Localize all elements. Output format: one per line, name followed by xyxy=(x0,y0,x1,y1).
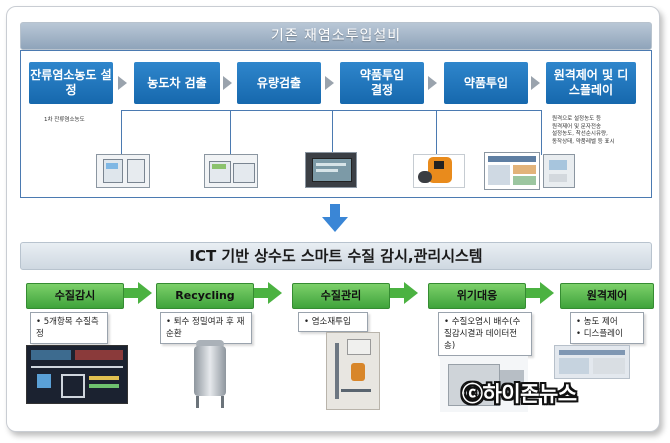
chevron-right-icon xyxy=(325,76,334,90)
chlorine-analyzer-image xyxy=(96,154,150,188)
water-monitoring-unit-image xyxy=(440,356,528,412)
desc-water-monitoring: • 5개항목 수질측정 xyxy=(30,312,108,344)
step-flow-detect: 유량검출 xyxy=(237,62,321,104)
arrow-right-icon xyxy=(254,282,282,304)
filter-tank-image xyxy=(188,340,232,408)
step-crisis-response: 위기대응 xyxy=(428,283,526,309)
list-item: • 퇴수 정밀여과 후 재순환 xyxy=(166,317,245,339)
list-item: • 농도 제어 xyxy=(576,317,618,327)
connector-line xyxy=(541,110,542,155)
watermark-logo: ⓒ하이존뉴스 xyxy=(462,382,577,406)
remote-screen-image xyxy=(484,152,540,190)
desc-crisis-response: • 수질오염시 배수(수질감시결과 데이터전송) xyxy=(438,312,532,356)
connector-line xyxy=(436,110,437,155)
arrow-right-icon xyxy=(390,282,418,304)
remote-note: 원격으로 설정농도 등 원격제어 및 문자전송 설정농도, 착선순시유량, 동작… xyxy=(552,116,615,145)
step-remote-control: 원격제어 xyxy=(560,283,654,309)
step-remote-display: 원격제어 및 디스플레이 xyxy=(546,62,636,104)
arrow-right-icon xyxy=(124,282,152,304)
desc-water-management: • 염소재투입 xyxy=(298,312,368,332)
connector-line xyxy=(121,110,541,111)
chlorine-injection-panel-image xyxy=(326,332,380,410)
controller-panel-image xyxy=(543,154,575,188)
step-concentration-detect: 농도차 검출 xyxy=(134,62,220,104)
chevron-right-icon xyxy=(118,76,127,90)
list-item: • 염소재투입 xyxy=(304,317,351,327)
concentration-meter-image xyxy=(204,154,258,188)
remote-monitor-image xyxy=(554,345,630,379)
flow-meter-display-image xyxy=(305,152,357,188)
first-chlorine-note: 1차 잔류염소농도 xyxy=(44,117,85,123)
connector-line xyxy=(230,110,231,155)
connector-line xyxy=(121,110,122,155)
step-recycling: Recycling xyxy=(156,283,254,309)
scada-screen-image xyxy=(26,345,128,404)
list-item: • 수질오염시 배수(수질감시결과 데이터전송) xyxy=(444,317,521,351)
chevron-right-icon xyxy=(428,76,437,90)
bottom-section-title: ICT 기반 상수도 스마트 수질 감시,관리시스템 xyxy=(20,242,652,270)
list-item: • 디스플레이 xyxy=(576,329,623,339)
chevron-right-icon xyxy=(531,76,540,90)
dosing-pump-image xyxy=(413,154,465,188)
chevron-right-icon xyxy=(223,76,232,90)
arrow-right-icon xyxy=(526,282,554,304)
step-dose-decision: 약품투입 결정 xyxy=(340,62,424,104)
step-dosing: 약품투입 xyxy=(444,62,528,104)
arrow-down-icon xyxy=(322,204,348,232)
top-section-title: 기존 재염소투입설비 xyxy=(20,22,652,50)
step-water-monitoring: 수질감시 xyxy=(26,283,124,309)
list-item: • 5개항목 수질측정 xyxy=(36,317,99,339)
step-water-management: 수질관리 xyxy=(292,283,390,309)
desc-remote-control: • 농도 제어 • 디스플레이 xyxy=(570,312,644,344)
connector-line xyxy=(332,110,333,155)
step-chlorine-setting: 잔류염소농도 설정 xyxy=(29,62,113,104)
